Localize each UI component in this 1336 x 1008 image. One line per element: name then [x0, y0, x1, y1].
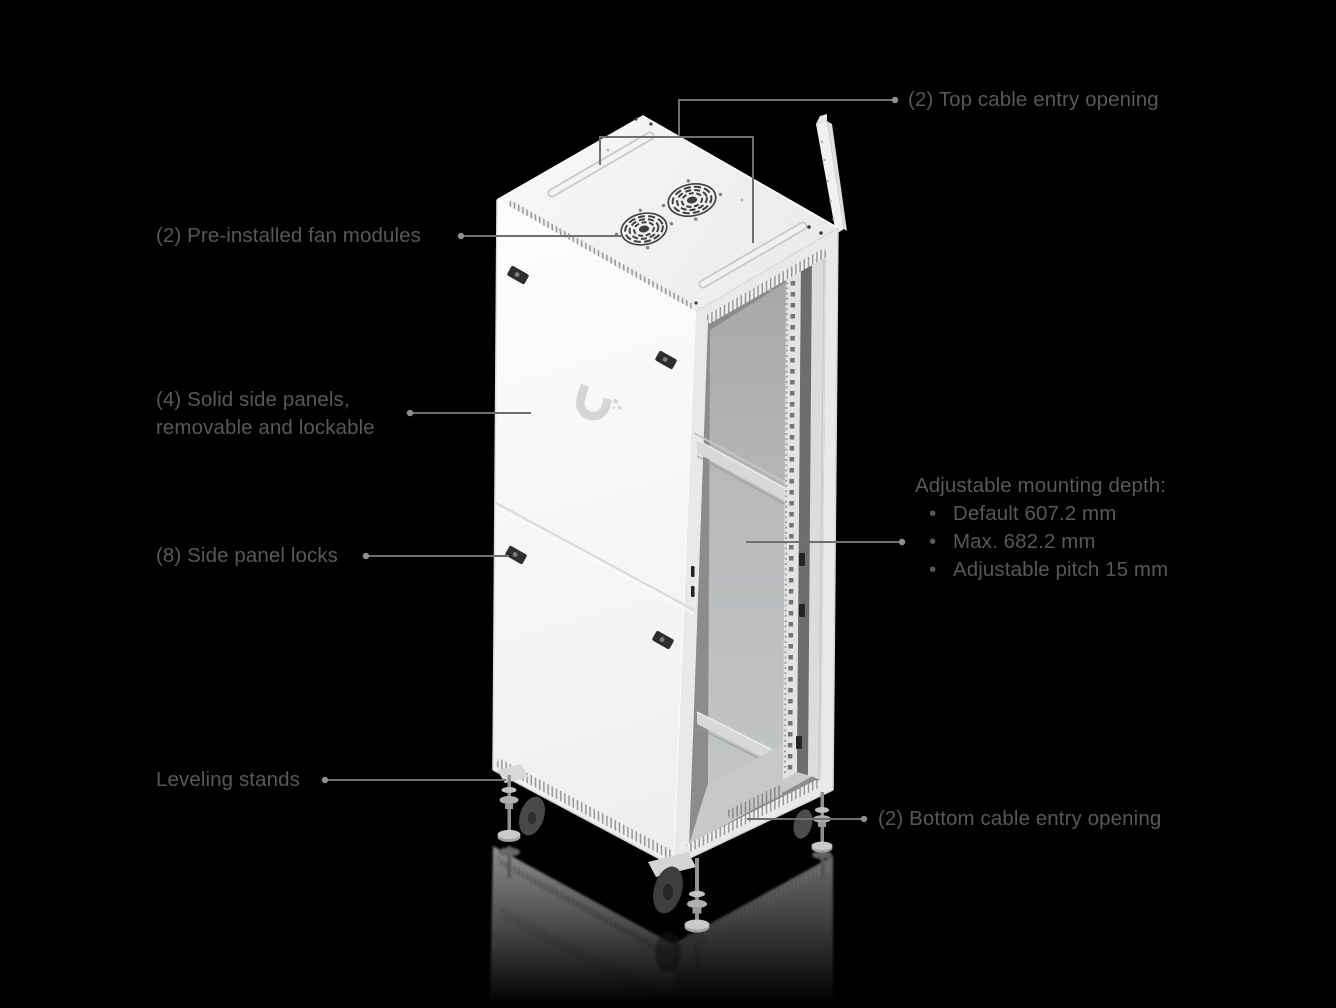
mounting-depth-item-text: Default 607.2 mm [953, 502, 1117, 525]
label-top-cable-entry: (2) Top cable entry opening [908, 88, 1159, 111]
mounting-depth-list: • Default 607.2 mm • Max. 682.2 mm • Adj… [915, 500, 1168, 584]
bullet-icon: • [929, 530, 937, 553]
rail-latches [691, 553, 805, 749]
bullet-icon: • [929, 502, 937, 525]
label-side-panels-line2: removable and lockable [156, 416, 375, 439]
mounting-depth-item: • Adjustable pitch 15 mm [929, 556, 1168, 584]
label-side-panels: (4) Solid side panels, removable and loc… [156, 386, 375, 442]
rack-cabinet [492, 114, 847, 933]
ubiquiti-logo-icon [575, 383, 622, 421]
label-leveling-stands: Leveling stands [156, 768, 300, 791]
leaning-panel [816, 114, 847, 234]
side-panel-lock-group [505, 266, 677, 649]
bottom-cable-entry-vents [725, 785, 784, 820]
panel-seam [495, 502, 695, 611]
side-panel [492, 199, 696, 867]
callout-line-top-cable [599, 99, 893, 243]
callout-lines [324, 99, 901, 820]
label-side-panel-locks: (8) Side panel locks [156, 544, 339, 567]
callout-dots [321, 96, 906, 823]
bullet-icon: • [929, 558, 937, 581]
leveling-feet [497, 764, 833, 933]
label-bottom-cable-entry: (2) Bottom cable entry opening [878, 807, 1162, 830]
floor-reflection [490, 846, 833, 1008]
label-mounting-depth-title: Adjustable mounting depth: [915, 474, 1167, 497]
mounting-depth-item-text: Adjustable pitch 15 mm [953, 558, 1169, 581]
label-mounting-depth: Adjustable mounting depth: • Default 607… [915, 472, 1168, 584]
mounting-depth-item: • Max. 682.2 mm [929, 528, 1168, 556]
open-side [672, 227, 839, 867]
label-fan-modules: (2) Pre-installed fan modules [156, 224, 421, 247]
label-side-panels-line1: (4) Solid side panels, [156, 388, 350, 411]
mounting-depth-item-text: Max. 682.2 mm [953, 530, 1096, 553]
mounting-depth-item: • Default 607.2 mm [929, 500, 1168, 528]
